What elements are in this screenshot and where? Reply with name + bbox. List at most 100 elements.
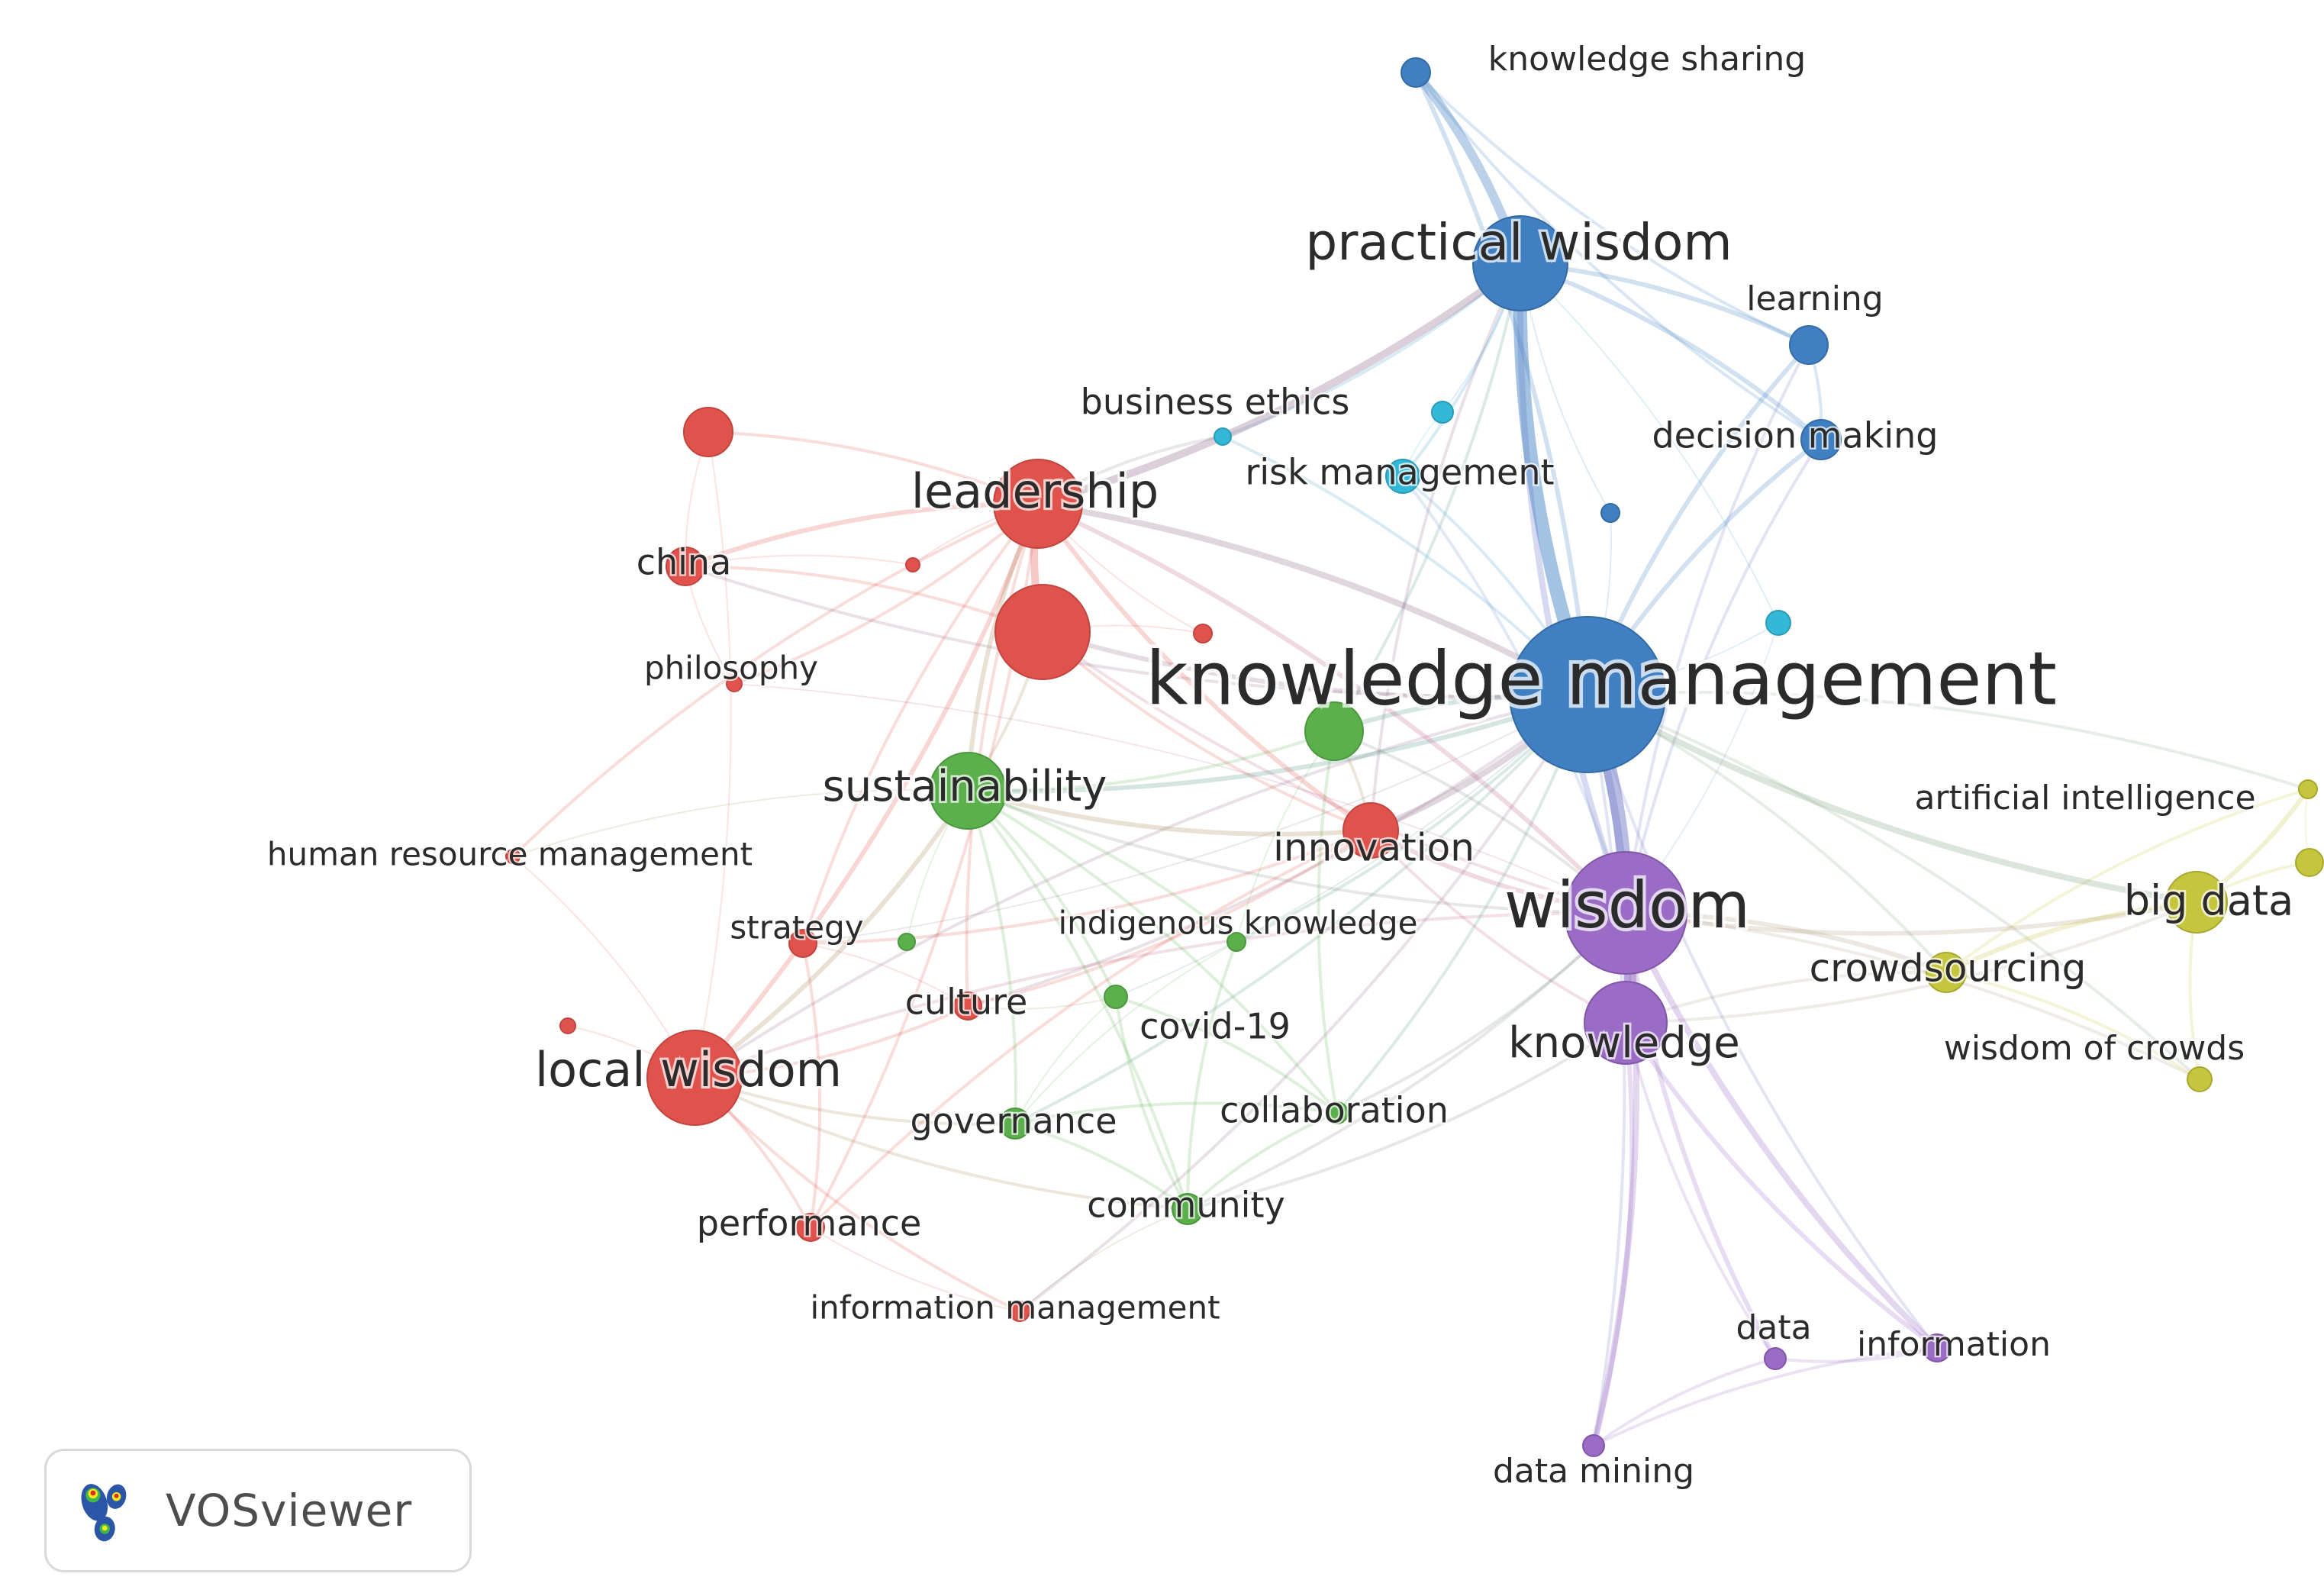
node-learning[interactable] bbox=[1789, 325, 1829, 365]
node-rdA[interactable] bbox=[683, 407, 733, 457]
edge-km-ld bbox=[1035, 501, 1591, 698]
label-innovation: innovation bbox=[1273, 826, 1475, 870]
node-data[interactable] bbox=[1764, 1347, 1787, 1370]
edge-km-cv bbox=[1115, 694, 1588, 998]
edge-km-ch bbox=[684, 565, 1589, 698]
label-philosophy: philosophy bbox=[644, 650, 818, 687]
edge-gv-ik bbox=[1014, 941, 1237, 1124]
label-wisdom-of-crowds: wisdom of crowds bbox=[1944, 1029, 2245, 1068]
edge-ks-lr bbox=[1414, 71, 1810, 347]
node-business-ethics[interactable] bbox=[1214, 427, 1232, 446]
edge-pf-st bbox=[801, 942, 822, 1229]
edge-st-cu bbox=[802, 943, 969, 1007]
node-knowledge-sharing[interactable] bbox=[1401, 57, 1431, 88]
node-innovation[interactable] bbox=[1343, 802, 1399, 859]
node-china[interactable] bbox=[666, 547, 705, 586]
node-covid-19[interactable] bbox=[1104, 985, 1128, 1009]
node-rdB[interactable] bbox=[994, 584, 1091, 680]
edge-pw-grA bbox=[1333, 262, 1522, 733]
edge-km-dmg bbox=[1586, 693, 1626, 1447]
edge-wi-inf bbox=[1623, 910, 1940, 1351]
edge-ks-dm bbox=[1414, 71, 1823, 441]
edge-km-wc bbox=[1586, 693, 2201, 1081]
node-local-wisdom[interactable] bbox=[646, 1030, 743, 1126]
edge-su-grA bbox=[966, 730, 1336, 793]
node-knowledge[interactable] bbox=[1584, 981, 1668, 1065]
node-big-data[interactable] bbox=[2165, 871, 2228, 933]
node-decision-making[interactable] bbox=[1800, 419, 1842, 460]
edge-km-st bbox=[802, 694, 1588, 944]
edge-cm-cv bbox=[1114, 995, 1189, 1211]
label-performance: performance bbox=[697, 1203, 922, 1244]
edge-wi-ld bbox=[1036, 501, 1628, 915]
label-big-data: big data bbox=[2124, 877, 2293, 925]
node-performance[interactable] bbox=[796, 1213, 825, 1242]
edge-ch-rdB bbox=[684, 565, 1044, 634]
node-cyB[interactable] bbox=[1765, 610, 1791, 636]
node-information-management[interactable] bbox=[1009, 1301, 1030, 1322]
node-risk-management[interactable] bbox=[1385, 459, 1420, 494]
edge-pw-ld bbox=[1034, 260, 1524, 508]
edge-ld-lw bbox=[692, 501, 1040, 1080]
nodes-layer bbox=[505, 57, 2324, 1457]
edge-ld-in bbox=[1036, 501, 1373, 833]
edge-pw-dm bbox=[1518, 261, 1823, 442]
node-governance[interactable] bbox=[999, 1108, 1031, 1140]
edge-km-rdB bbox=[1040, 630, 1590, 701]
edge-kn-dmg bbox=[1591, 1021, 1635, 1448]
label-governance: governance bbox=[910, 1101, 1117, 1142]
node-wisdom-of-crowds[interactable] bbox=[2187, 1066, 2213, 1092]
node-information[interactable] bbox=[1923, 1333, 1952, 1362]
edge-su-gv bbox=[966, 789, 1017, 1125]
node-ylA[interactable] bbox=[2295, 848, 2324, 877]
label-culture: culture bbox=[905, 982, 1028, 1023]
label-leadership: leadership bbox=[911, 463, 1159, 519]
edge-cv-cu bbox=[967, 996, 1117, 1010]
edge-pf-im bbox=[810, 1227, 1020, 1312]
node-indigenous-knowledge[interactable] bbox=[1226, 932, 1246, 952]
edge-dt-dmg bbox=[1592, 1357, 1777, 1447]
node-human-resource-management[interactable] bbox=[505, 849, 521, 864]
node-data-mining[interactable] bbox=[1582, 1434, 1605, 1457]
node-knowledge-management[interactable] bbox=[1509, 616, 1666, 773]
node-artificial-intelligence[interactable] bbox=[2298, 779, 2318, 799]
edge-kn-cm bbox=[1186, 1021, 1627, 1211]
edge-wi-su bbox=[966, 789, 1627, 914]
label-data-mining: data mining bbox=[1493, 1452, 1694, 1491]
node-strategy[interactable] bbox=[788, 929, 817, 958]
node-blA[interactable] bbox=[1600, 503, 1620, 523]
edge-gv-cm bbox=[1014, 1122, 1189, 1211]
edge-lr-wi bbox=[1624, 343, 1810, 914]
edge-cm-cl bbox=[1186, 1111, 1339, 1211]
node-rdE[interactable] bbox=[905, 557, 920, 572]
edge-wi-wc bbox=[1624, 911, 2201, 1081]
node-sustainability[interactable] bbox=[929, 752, 1007, 830]
edge-wi-dt bbox=[1623, 911, 1778, 1361]
node-rdC[interactable] bbox=[1193, 624, 1213, 643]
edge-gv-cv bbox=[1014, 996, 1117, 1124]
node-culture[interactable] bbox=[953, 992, 982, 1021]
node-collaboration[interactable] bbox=[1326, 1101, 1349, 1124]
edge-in-st bbox=[801, 829, 1372, 945]
node-leadership[interactable] bbox=[993, 459, 1083, 549]
node-practical-wisdom[interactable] bbox=[1472, 215, 1568, 311]
edge-in-cu bbox=[966, 829, 1372, 1008]
node-cyA[interactable] bbox=[1431, 401, 1454, 424]
node-crowdsourcing[interactable] bbox=[1926, 952, 1967, 993]
edge-grA-cl bbox=[1317, 730, 1339, 1114]
edge-lw-su bbox=[692, 788, 970, 1080]
node-community[interactable] bbox=[1172, 1193, 1204, 1225]
edge-cs-wc bbox=[1945, 971, 2201, 1081]
edge-km-lw bbox=[693, 693, 1589, 1079]
edge-wi-rdB bbox=[1041, 630, 1627, 914]
node-philosophy[interactable] bbox=[726, 676, 743, 692]
label-business-ethics: business ethics bbox=[1081, 382, 1350, 423]
node-rdD[interactable] bbox=[559, 1017, 576, 1034]
label-collaboration: collaboration bbox=[1220, 1090, 1449, 1131]
node-wisdom[interactable] bbox=[1564, 851, 1687, 975]
node-grA[interactable] bbox=[1304, 701, 1364, 761]
node-grB[interactable] bbox=[898, 933, 916, 951]
edge-km-su bbox=[965, 692, 1590, 794]
